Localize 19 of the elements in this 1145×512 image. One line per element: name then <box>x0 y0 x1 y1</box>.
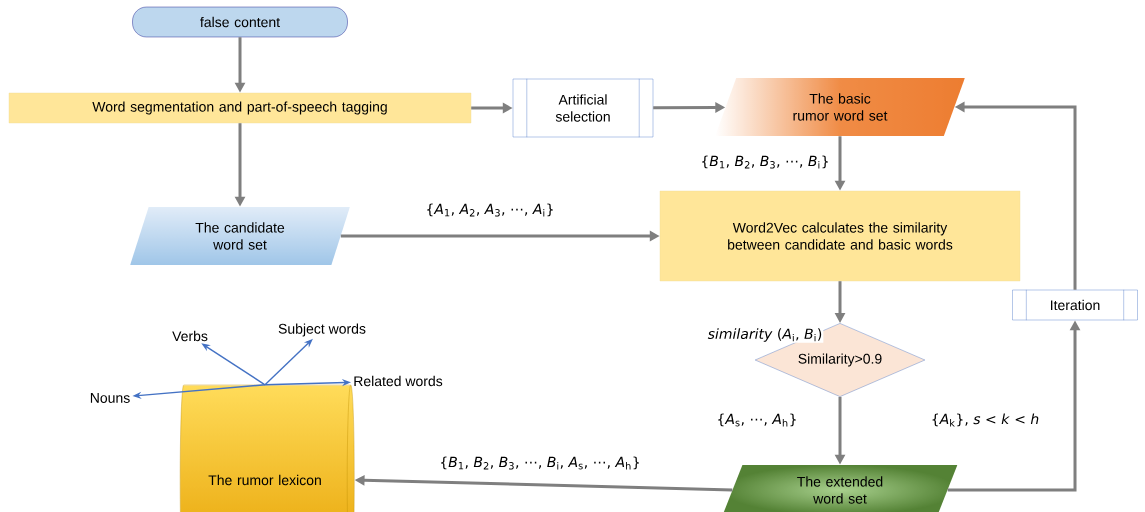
branch-label: Subject words <box>278 323 366 337</box>
branch-label: Verbs <box>172 330 208 342</box>
edge-label: {A$_{s}$, ⋯, A$_{h}$} <box>715 412 799 428</box>
start-terminal: false content <box>132 6 348 38</box>
cylinder: The rumor lexicon <box>179 384 355 512</box>
edge-label: {A$_{k}$}, s < k < h <box>929 412 1041 428</box>
edge-label: {B$_{1}$, B$_{2}$, B$_{3}$, ⋯, B$_{i}$} <box>699 154 831 170</box>
data-parallelogram: The basic rumor word set <box>793 93 888 121</box>
data-parallelogram: The candidate word set <box>195 222 285 250</box>
process-box: Word2Vec calculates the similarity between candidate and basic words <box>659 190 1021 282</box>
process-box: Word segmentation and part-of-speech tagging <box>8 92 472 124</box>
data-parallelogram: The extended word set <box>797 476 883 504</box>
branch-label: Related words <box>354 375 443 387</box>
edge-label: {B$_{1}$, B$_{2}$, B$_{3}$, ⋯, B$_{i}$, A$_{s}$, ⋯, A$_{h}$} <box>438 455 642 471</box>
predefined-process-box: Iteration <box>1012 289 1138 321</box>
branch-label: Nouns <box>90 393 130 403</box>
edge-label: similarity (A$_{i}$, B$_{i}$) <box>706 327 824 343</box>
predefined-process-box: Artificial selection <box>512 78 654 138</box>
edge-label: {A$_{1}$, A$_{2}$, A$_{3}$, ⋯, A$_{i}$} <box>424 202 556 218</box>
